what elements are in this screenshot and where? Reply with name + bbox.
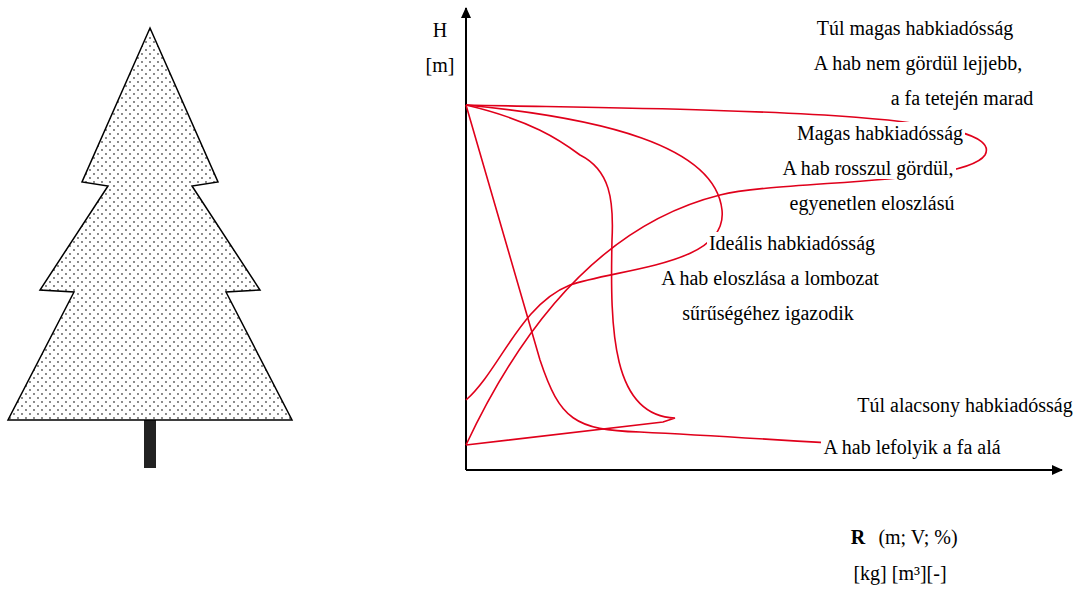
curve-note: a fa tetején marad <box>889 87 1036 109</box>
axis-label: R <box>849 526 867 548</box>
axis-label: H <box>431 19 449 41</box>
curve-note: egyenetlen eloszlású <box>788 192 957 214</box>
tree <box>8 28 292 468</box>
unit-label: (m; V; %) <box>876 526 959 548</box>
curve-ideal <box>466 105 675 445</box>
tree-crown <box>8 28 292 420</box>
tree-trunk <box>144 420 156 468</box>
curve-note: A hab nem gördül lejjebb, <box>812 52 1024 74</box>
curve-title: Túl magas habkiadósság <box>815 17 1016 39</box>
curve-high <box>466 105 722 400</box>
curve-note: A hab lefolyik a fa alá <box>821 436 1002 458</box>
curve-title: Ideális habkiadósság <box>707 232 877 254</box>
curve-title: Magas habkiadósság <box>795 122 965 144</box>
y-axis <box>465 8 467 470</box>
curve-title: Túl alacsony habkiadósság <box>855 394 1075 416</box>
unit-label: [kg] [m³][-] <box>851 562 948 584</box>
x-axis <box>466 469 1062 471</box>
curve-note: sűrűségéhez igazodik <box>680 302 856 324</box>
unit-label: [m] <box>424 54 457 76</box>
curve-note: A hab rosszul gördül, <box>780 157 955 179</box>
curve-note: A hab eloszlása a lombozat <box>659 267 881 289</box>
